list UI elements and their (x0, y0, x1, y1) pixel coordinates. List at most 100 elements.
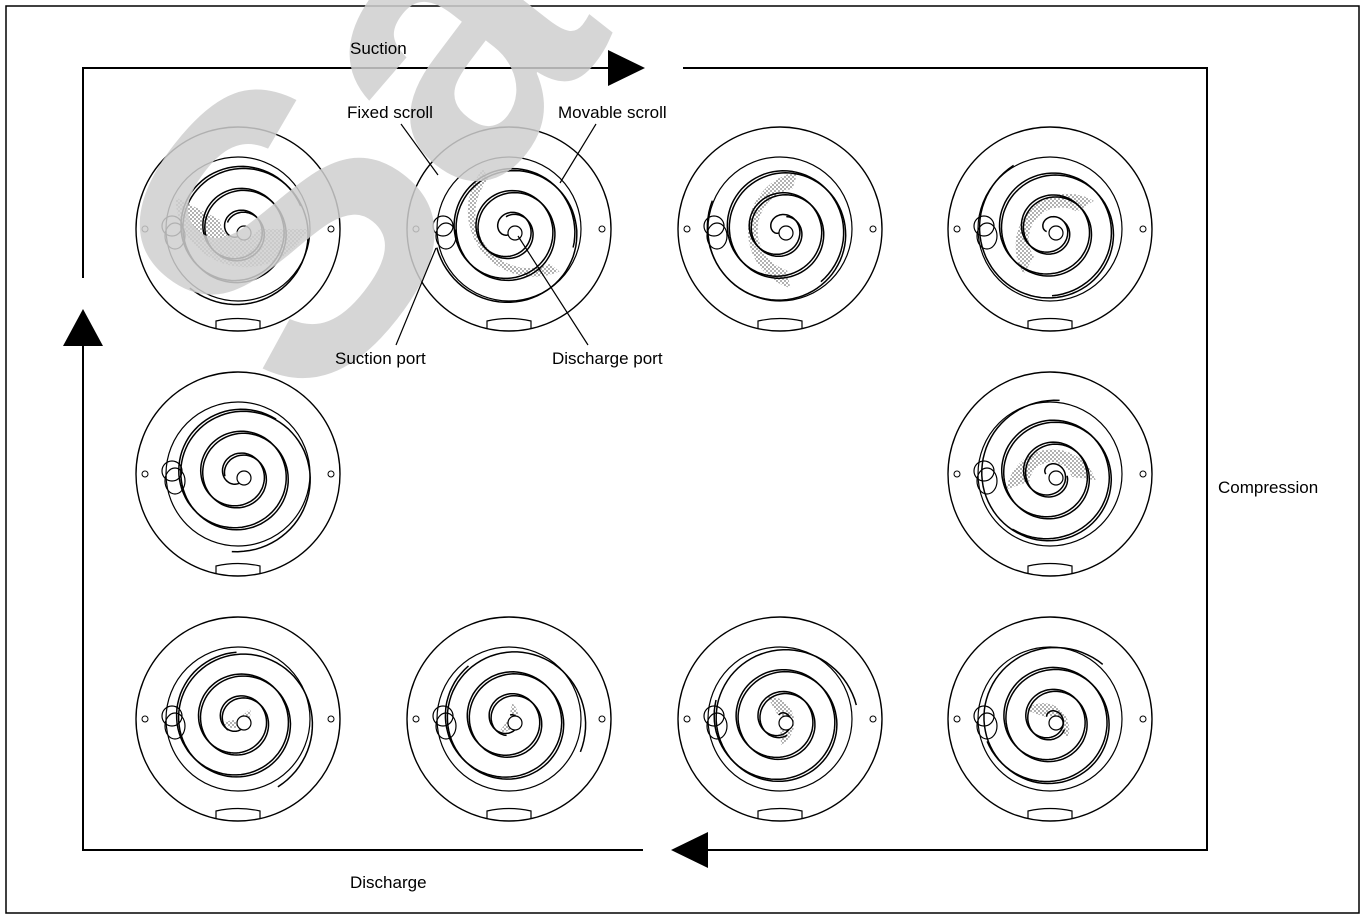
bolt-hole (953, 715, 961, 723)
discharge-port (1048, 470, 1064, 486)
discharge-arrow (671, 832, 708, 868)
suction-port-ring (703, 215, 725, 237)
scroll-stage-6 (947, 616, 1153, 822)
scroll-stage-7 (677, 616, 883, 822)
housing-slot (1027, 317, 1073, 329)
bolt-hole (869, 225, 877, 233)
scroll-stage-3 (677, 126, 883, 332)
compression-pocket (1015, 193, 1094, 274)
compression-pocket (175, 197, 308, 268)
fixed-scroll-spiral (998, 172, 1113, 297)
suction-port-ring (161, 705, 183, 727)
leader-lines (395, 123, 597, 346)
fixed-scroll-spiral (713, 668, 836, 781)
movable-scroll-spiral (706, 172, 847, 301)
suction-port-ring (432, 705, 454, 727)
suction-port (976, 467, 998, 495)
bolt-hole (598, 225, 606, 233)
housing-slot (757, 317, 803, 329)
movable-scroll-spiral (182, 167, 309, 306)
suction-port (976, 712, 998, 740)
scroll-stage-2 (406, 126, 612, 332)
fixed-scroll-spiral (180, 165, 302, 282)
suction-port-ring (703, 705, 725, 727)
suction-arrow (608, 50, 645, 86)
discharge-port (507, 715, 523, 731)
suction-port (976, 222, 998, 250)
housing-slot (215, 807, 261, 819)
suction-port-ring (973, 460, 995, 482)
movable-scroll-spiral (180, 410, 311, 553)
suction-port (164, 712, 186, 740)
suction-port (164, 222, 186, 250)
movable-scroll-spiral (983, 646, 1110, 785)
scroll-stage-1 (135, 126, 341, 332)
suction-port-ring (161, 460, 183, 482)
movable-scroll-spiral (715, 648, 858, 783)
discharge-port (236, 225, 252, 241)
suction-port-ring (161, 215, 183, 237)
upward-arrow (63, 309, 103, 346)
outer-frame (5, 5, 1360, 914)
compression-label: Compression (1218, 478, 1318, 497)
bolt-hole (953, 225, 961, 233)
scroll-stage-10 (135, 371, 341, 577)
scroll-stage-4 (947, 126, 1153, 332)
suction-port-ring (432, 215, 454, 237)
scroll-stage-9 (135, 616, 341, 822)
housing-slot (1027, 562, 1073, 574)
bolt-hole (141, 470, 149, 478)
housing-slot (215, 317, 261, 329)
bolt-hole (327, 470, 335, 478)
fixed-scroll-spiral (444, 665, 563, 778)
suction-label: Suction (350, 39, 407, 58)
movable-scroll-label: Movable scroll (558, 103, 667, 122)
suction-port-ring (973, 215, 995, 237)
bolt-hole (412, 225, 420, 233)
housing-slot (486, 807, 532, 819)
suction-port (435, 222, 457, 250)
housing-slot (757, 807, 803, 819)
discharge-port (1048, 715, 1064, 731)
housing-slot (486, 317, 532, 329)
discharge-port (236, 715, 252, 731)
bolt-hole (1139, 225, 1147, 233)
movable-scroll-spiral (978, 164, 1115, 299)
bolt-hole (683, 225, 691, 233)
bolt-hole (953, 470, 961, 478)
bolt-hole (1139, 715, 1147, 723)
housing-slot (1027, 807, 1073, 819)
scroll-stages (135, 126, 1153, 822)
bolt-hole (327, 225, 335, 233)
movable-scroll-spiral (981, 399, 1113, 542)
discharge-port (236, 470, 252, 486)
discharge-port (778, 225, 794, 241)
discharge-port (1048, 225, 1064, 241)
suction-port (435, 712, 457, 740)
bolt-hole (598, 715, 606, 723)
suction-port (164, 467, 186, 495)
movable-scroll-spiral (436, 169, 578, 304)
scroll-stage-8 (406, 616, 612, 822)
movable-scroll-spiral (446, 651, 587, 780)
fixed-scroll-spiral (726, 170, 845, 283)
suction-port (706, 222, 728, 250)
compression-pocket (767, 696, 795, 745)
fixed-scroll-spiral (453, 167, 576, 280)
discharge-label: Discharge (350, 873, 427, 892)
bolt-hole (683, 715, 691, 723)
movable-scroll-spiral (177, 653, 314, 788)
scroll-stage-5 (947, 371, 1153, 577)
compression-pocket (467, 168, 560, 277)
discharge-port-label: Discharge port (552, 349, 663, 368)
cycle-path (82, 67, 1208, 851)
bolt-hole (412, 715, 420, 723)
suction-port (706, 712, 728, 740)
suction-port-label: Suction port (335, 349, 426, 368)
fixed-scroll-label: Fixed scroll (347, 103, 433, 122)
housing-slot (215, 562, 261, 574)
discharge-port (778, 715, 794, 731)
bolt-hole (141, 225, 149, 233)
bolt-hole (141, 715, 149, 723)
